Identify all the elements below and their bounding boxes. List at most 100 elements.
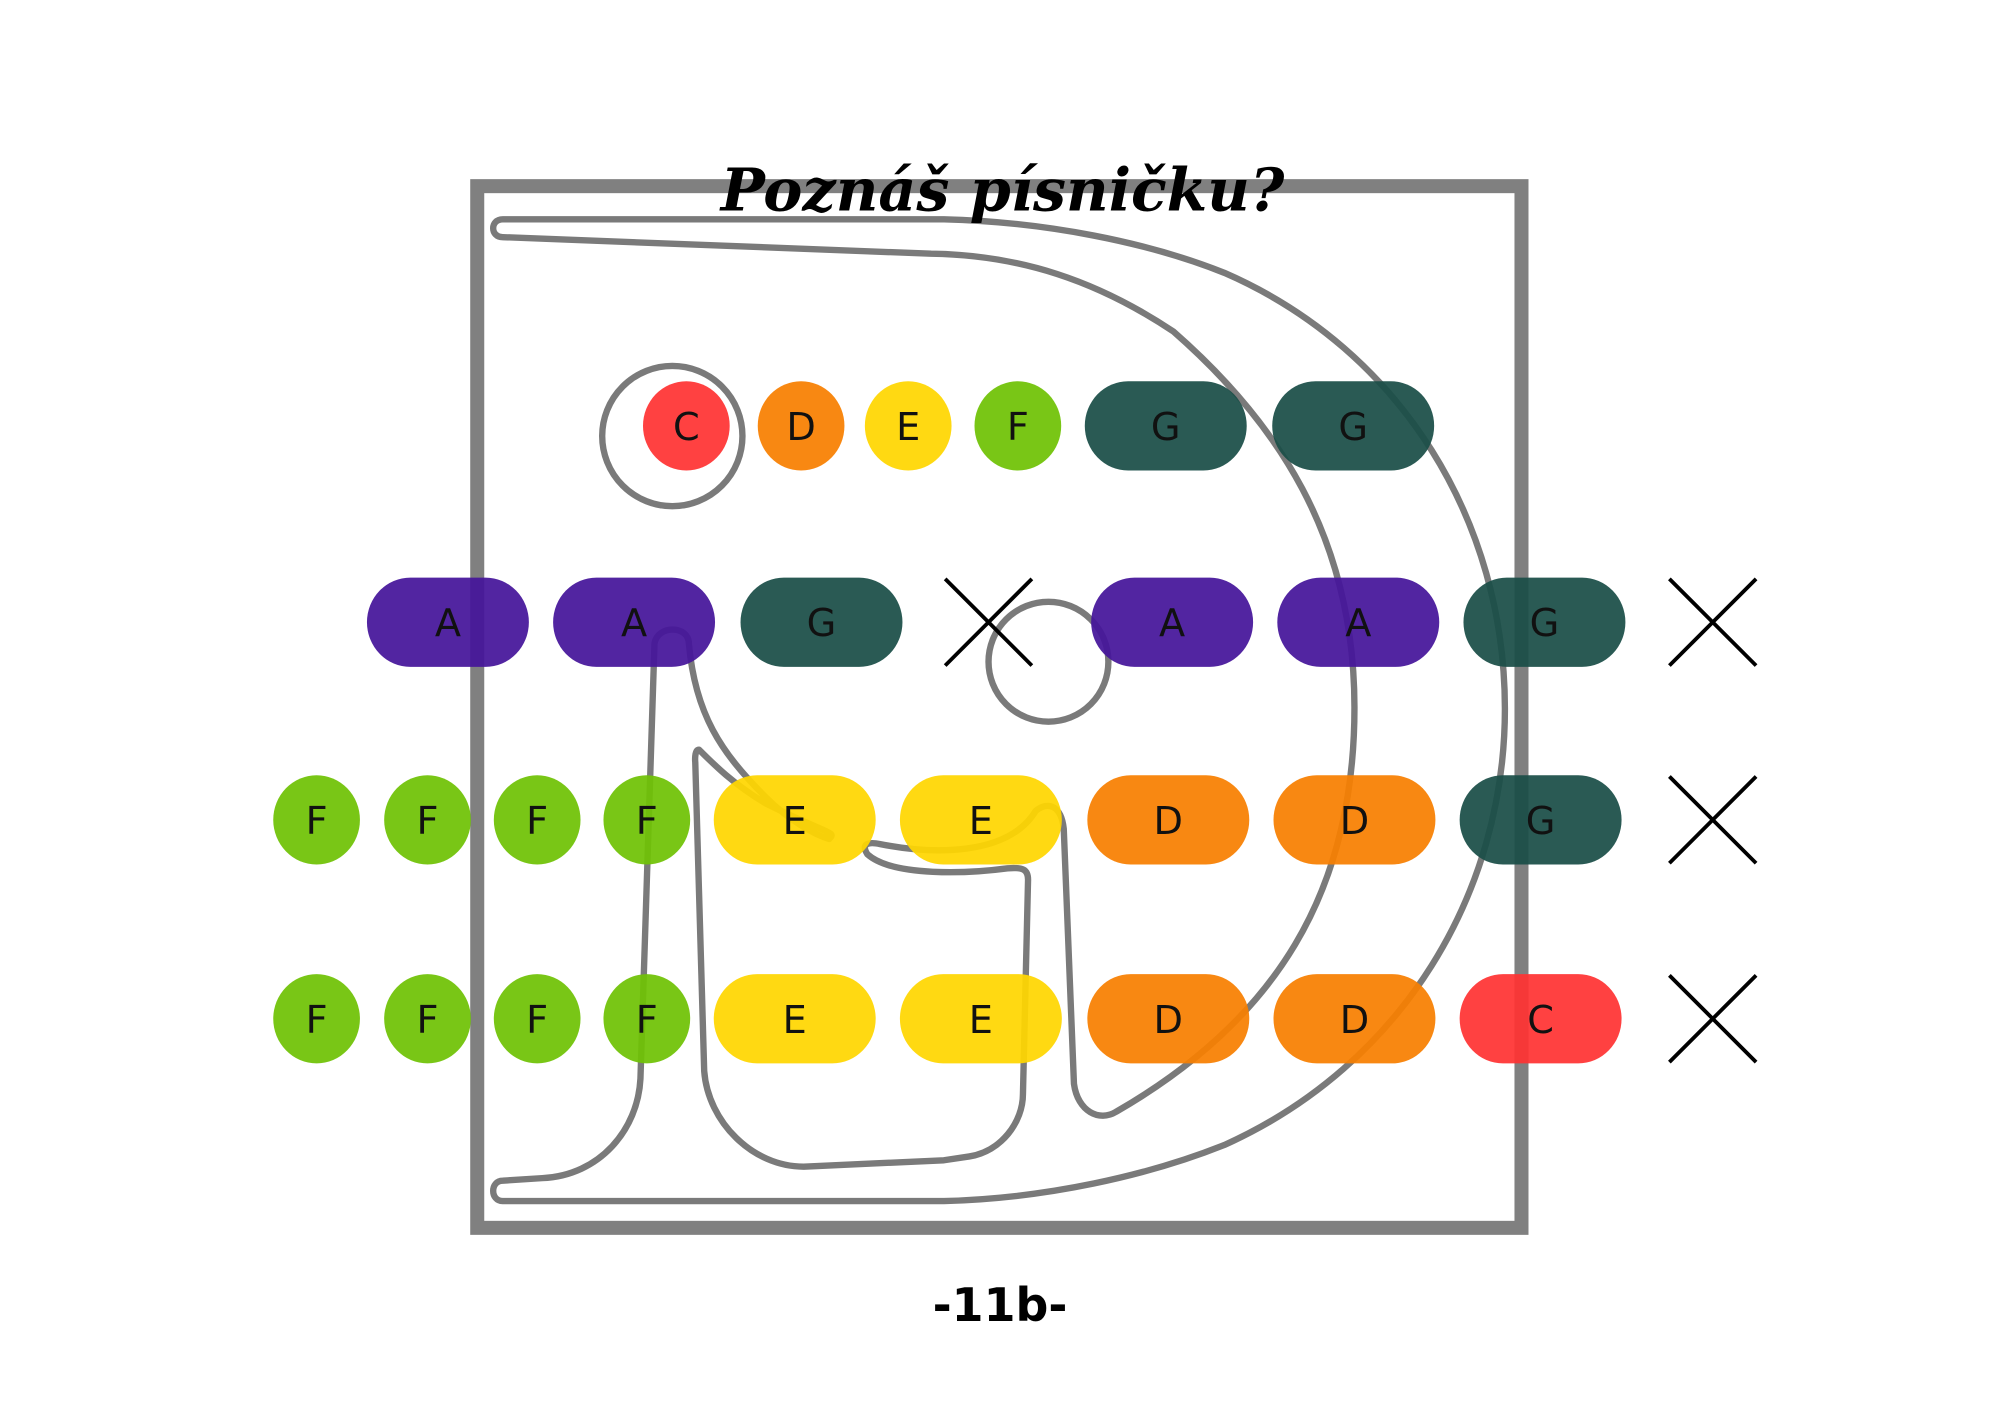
note-label: G — [1338, 405, 1368, 450]
note-shape — [1272, 381, 1435, 471]
note-shape — [899, 974, 1062, 1064]
note-shape — [1084, 381, 1247, 471]
note-shape — [366, 577, 529, 667]
note-shape — [493, 974, 581, 1064]
note-long-D: D — [1087, 775, 1250, 865]
cross-stroke — [1668, 974, 1758, 1064]
note-shape — [1459, 775, 1622, 865]
note-short-F: F — [273, 775, 360, 865]
note-shape — [757, 381, 845, 471]
note-label: F — [417, 998, 439, 1043]
note-short-F: F — [493, 974, 581, 1064]
note-long-E: E — [713, 974, 876, 1064]
note-shape — [384, 775, 471, 865]
note-short-F: F — [974, 381, 1062, 471]
note-shape — [713, 974, 876, 1064]
rest-cross-icon — [1668, 974, 1758, 1064]
note-shape — [1091, 577, 1254, 667]
notes: C D E F G G A A G A A G F F F F E E D D G F F F F E E D D C — [273, 381, 1758, 1064]
note-long-G: G — [1459, 775, 1622, 865]
note-shape — [740, 577, 903, 667]
note-shape — [603, 775, 691, 865]
note-shape — [899, 775, 1062, 865]
page-number: -11b- — [933, 1278, 1068, 1332]
note-short-C: C — [642, 381, 730, 471]
cross-stroke — [1668, 775, 1758, 865]
note-label: D — [1340, 799, 1369, 844]
note-shape — [273, 974, 360, 1064]
note-label: F — [526, 799, 548, 844]
note-shape — [1273, 775, 1436, 865]
note-label: F — [636, 799, 658, 844]
note-shape — [1277, 577, 1440, 667]
note-shape — [384, 974, 471, 1064]
cross-stroke — [943, 577, 1034, 667]
note-label: F — [306, 799, 328, 844]
note-label: G — [807, 601, 837, 646]
note-long-G: G — [740, 577, 903, 667]
note-label: E — [969, 799, 993, 844]
note-long-D: D — [1273, 775, 1436, 865]
rest-cross-icon — [1668, 577, 1758, 667]
note-label: A — [435, 601, 461, 646]
hint-ring — [599, 362, 746, 510]
note-shape — [642, 381, 730, 471]
note-label: E — [896, 405, 920, 450]
note-short-F: F — [603, 775, 691, 865]
note-long-A: A — [366, 577, 529, 667]
note-short-D: D — [757, 381, 845, 471]
note-shape — [864, 381, 952, 471]
note-long-D: D — [1087, 974, 1250, 1064]
note-shape — [273, 775, 360, 865]
note-long-A: A — [1277, 577, 1440, 667]
note-label: A — [1345, 601, 1371, 646]
note-label: F — [526, 998, 548, 1043]
note-long-G: G — [1463, 577, 1626, 667]
page-title: Poznáš písničku? — [719, 155, 1285, 224]
note-short-F: F — [493, 775, 581, 865]
note-shape — [1087, 974, 1250, 1064]
note-label: G — [1526, 799, 1556, 844]
note-shape — [1273, 974, 1436, 1064]
note-short-F: F — [273, 974, 360, 1064]
note-label: E — [783, 998, 807, 1043]
note-shape — [493, 775, 581, 865]
note-label: F — [306, 998, 328, 1043]
note-long-C: C — [1459, 974, 1622, 1064]
note-shape — [713, 775, 876, 865]
note-shape — [553, 577, 716, 667]
note-long-A: A — [553, 577, 716, 667]
note-label: A — [1159, 601, 1185, 646]
note-label: D — [1154, 799, 1183, 844]
note-long-D: D — [1273, 974, 1436, 1064]
note-long-E: E — [899, 974, 1062, 1064]
note-label: G — [1151, 405, 1181, 450]
note-label: C — [1527, 998, 1554, 1043]
note-label: E — [969, 998, 993, 1043]
note-label: F — [636, 998, 658, 1043]
note-label: D — [1154, 998, 1183, 1043]
note-short-E: E — [864, 381, 952, 471]
note-long-G: G — [1272, 381, 1435, 471]
note-long-E: E — [713, 775, 876, 865]
rest-cross-icon — [1668, 775, 1758, 865]
note-short-F: F — [603, 974, 691, 1064]
note-label: G — [1530, 601, 1560, 646]
note-label: F — [417, 799, 439, 844]
note-shape — [1463, 577, 1626, 667]
note-label: D — [786, 405, 815, 450]
note-short-F: F — [384, 974, 471, 1064]
note-label: A — [621, 601, 647, 646]
note-label: E — [783, 799, 807, 844]
rest-cross-icon — [943, 577, 1034, 667]
note-short-F: F — [384, 775, 471, 865]
note-label: F — [1007, 405, 1029, 450]
frame — [470, 179, 1529, 1235]
note-label: D — [1340, 998, 1369, 1043]
note-long-E: E — [899, 775, 1062, 865]
note-shape — [1459, 974, 1622, 1064]
logo-ring — [985, 598, 1112, 725]
cross-stroke — [1668, 577, 1758, 667]
note-long-A: A — [1091, 577, 1254, 667]
